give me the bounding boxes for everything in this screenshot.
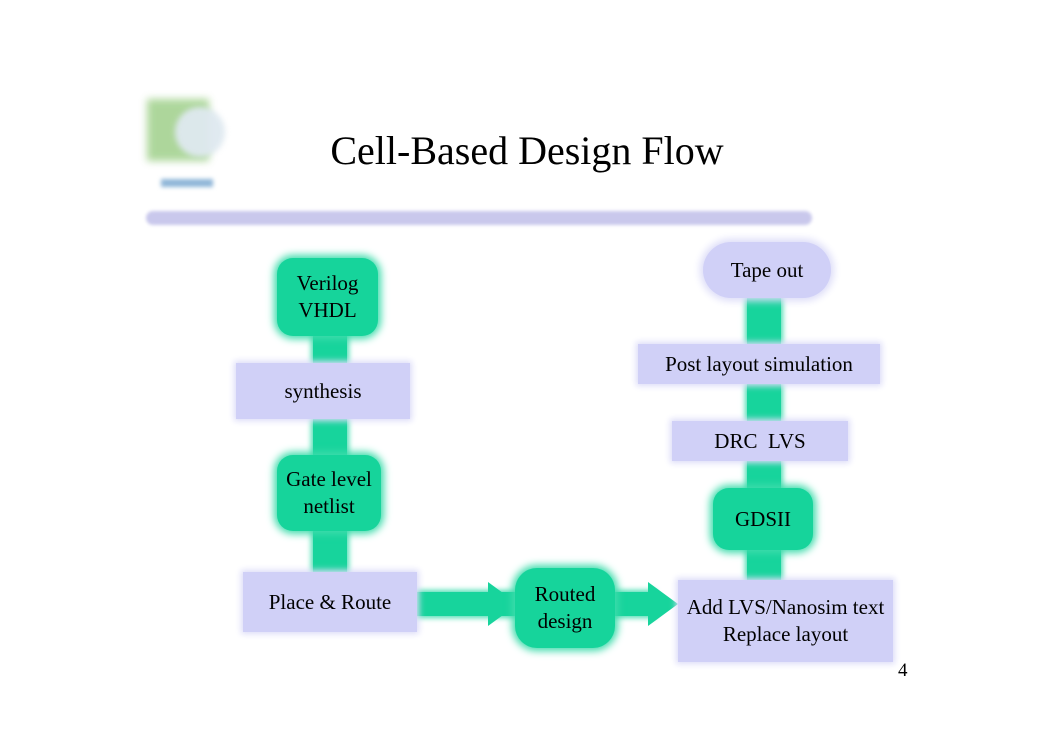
arrow-into-routed xyxy=(488,582,518,626)
connector-gdsii-drc xyxy=(747,458,781,490)
node-drc-lvs: DRC LVS xyxy=(672,421,848,461)
node-gate-level-netlist: Gate level netlist xyxy=(277,455,381,531)
node-routed-design: Routed design xyxy=(515,568,615,648)
connector-drc-post xyxy=(747,382,781,422)
connector-synthesis-gate xyxy=(313,416,347,460)
node-verilog-line1: Verilog xyxy=(296,271,359,295)
node-synthesis-label: synthesis xyxy=(284,378,362,403)
node-place-route-label: Place & Route xyxy=(268,589,392,614)
node-gdsii-label: GDSII xyxy=(735,506,791,531)
connector-verilog-synthesis xyxy=(313,330,347,366)
connector-addlvs-gdsii xyxy=(747,548,781,584)
node-add-lvs-replace: Add LVS/Nanosim text Replace layout xyxy=(678,580,893,662)
node-place-route: Place & Route xyxy=(243,572,417,632)
title-rule xyxy=(146,211,812,225)
node-tape-out-label: Tape out xyxy=(730,257,804,282)
logo-circle xyxy=(175,107,225,157)
logo-bar xyxy=(161,179,213,187)
logo xyxy=(145,95,225,195)
node-routed-line2: design xyxy=(537,609,593,633)
node-gate-line1: Gate level xyxy=(286,467,372,491)
node-verilog-vhdl: Verilog VHDL xyxy=(277,258,378,336)
connector-gate-place xyxy=(313,526,347,576)
node-verilog-line2: VHDL xyxy=(298,298,357,322)
node-gdsii: GDSII xyxy=(713,488,813,550)
page-number: 4 xyxy=(898,660,908,681)
node-post-layout-label: Post layout simulation xyxy=(665,351,853,376)
node-routed-line1: Routed xyxy=(534,582,596,606)
arrow-into-addlvs xyxy=(648,582,678,626)
connector-post-tape xyxy=(747,296,781,344)
node-add-lvs-line1: Add LVS/Nanosim text xyxy=(686,595,885,619)
slide-title: Cell-Based Design Flow xyxy=(330,128,724,173)
node-add-lvs-line2: Replace layout xyxy=(722,622,849,646)
node-synthesis: synthesis xyxy=(236,363,410,419)
node-drc-lvs-label: DRC LVS xyxy=(714,428,806,453)
node-tape-out: Tape out xyxy=(703,242,831,298)
node-post-layout-simulation: Post layout simulation xyxy=(638,344,880,384)
node-gate-line2: netlist xyxy=(303,494,355,518)
